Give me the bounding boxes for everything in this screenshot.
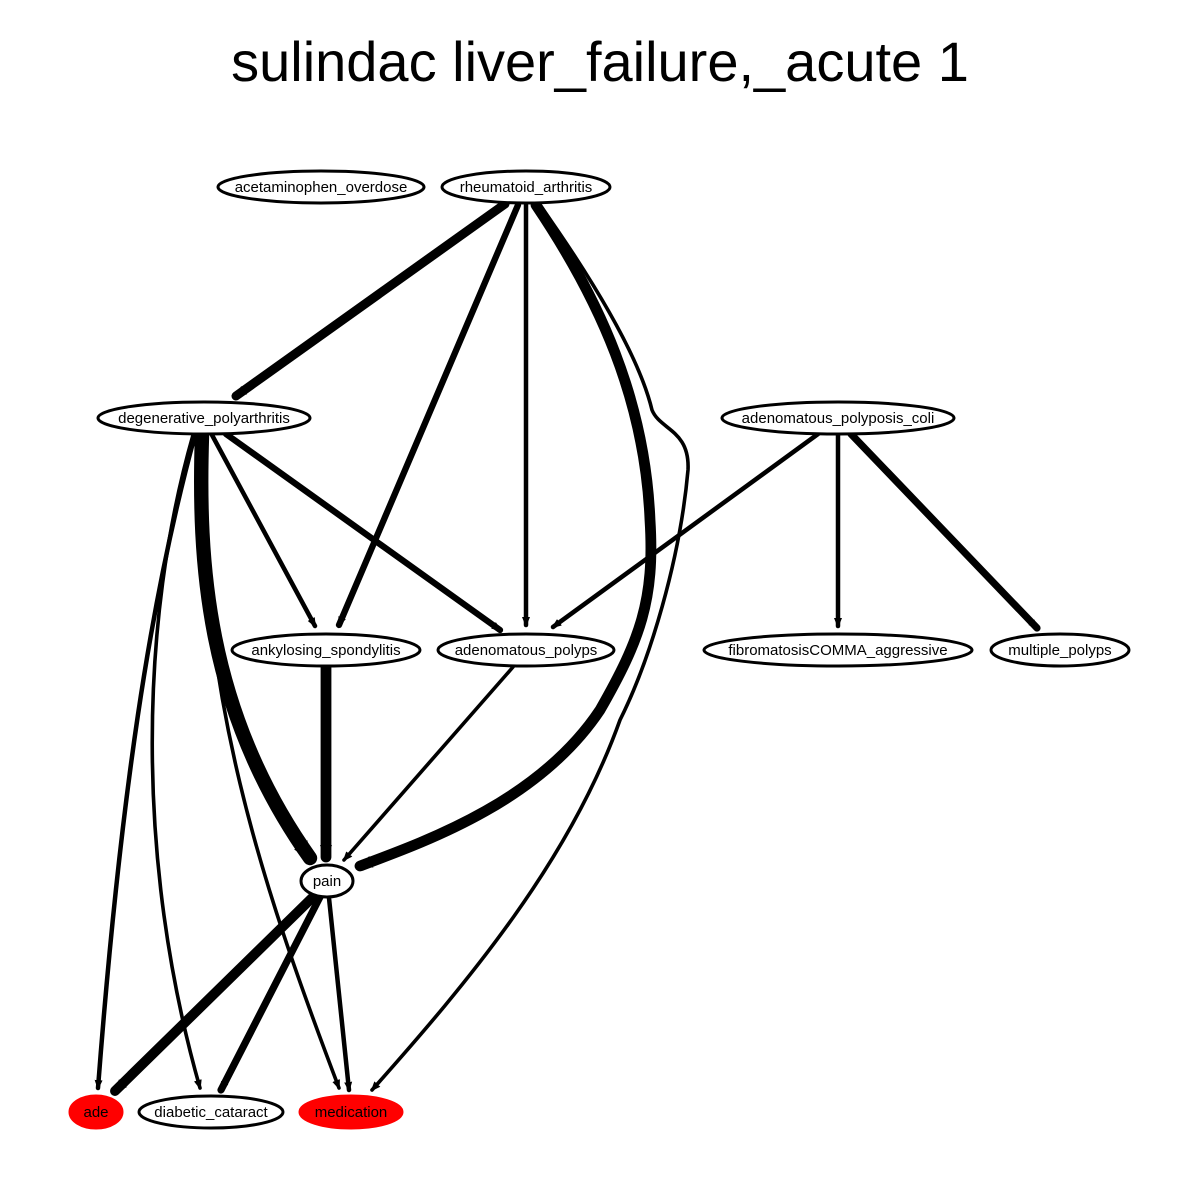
edge-rheumatoid_arthritis-to-medication (370, 203, 690, 1092)
node-label: fibromatosisCOMMA_aggressive (728, 642, 947, 659)
node-shape (96, 400, 312, 436)
node-shape (720, 400, 956, 436)
node-label: adenomatous_polyposis_coli (742, 410, 935, 427)
node-fibromatosisCOMMA_aggressive[interactable]: fibromatosisCOMMA_aggressive (702, 632, 974, 668)
graph-title: sulindac liver_failure,_acute 1 (231, 30, 969, 93)
edge-pain-to-ade (110, 891, 319, 1096)
node-diabetic_cataract[interactable]: diabetic_cataract (137, 1094, 285, 1130)
node-ade[interactable]: ade (68, 1094, 124, 1130)
nodes: acetaminophen_overdose rheumatoid_arthrit… (68, 169, 1131, 1130)
edge-degenerative_polyarthritis-to-ankylosing_spondylitis (209, 432, 318, 629)
node-shape (299, 863, 355, 899)
node-shape (230, 632, 422, 668)
node-label: degenerative_polyarthritis (118, 410, 290, 427)
node-shape (702, 632, 974, 668)
node-acetaminophen_overdose[interactable]: acetaminophen_overdose (216, 169, 426, 205)
node-adenomatous_polyps[interactable]: adenomatous_polyps (436, 632, 616, 668)
node-label: adenomatous_polyps (455, 642, 598, 659)
edge-pain-to-diabetic_cataract (217, 893, 324, 1094)
node-degenerative_polyarthritis[interactable]: degenerative_polyarthritis (96, 400, 312, 436)
node-pain[interactable]: pain (299, 863, 355, 899)
node-rheumatoid_arthritis[interactable]: rheumatoid_arthritis (440, 169, 612, 205)
edge-adenomatous_polyps-to-pain (342, 665, 515, 862)
node-adenomatous_polyposis_coli[interactable]: adenomatous_polyposis_coli (720, 400, 956, 436)
node-medication[interactable]: medication (298, 1094, 404, 1130)
edge-degenerative_polyarthritis-to-ade (94, 432, 198, 1091)
node-shape (989, 632, 1131, 668)
node-shape (436, 632, 616, 668)
edge-degenerative_polyarthritis-to-medication (198, 433, 341, 1090)
edge-degenerative_polyarthritis-to-diabetic_cataract (150, 433, 202, 1090)
node-label: pain (313, 873, 341, 890)
node-label: ade (83, 1104, 108, 1121)
node-label: multiple_polyps (1008, 642, 1111, 659)
node-label: rheumatoid_arthritis (460, 179, 593, 196)
node-shape (298, 1094, 404, 1130)
edges (94, 199, 1041, 1096)
edge-rheumatoid_arthritis-to-degenerative_polyarthritis (231, 199, 510, 401)
edge-pain-to-medication (326, 895, 353, 1093)
node-label: medication (315, 1104, 388, 1121)
node-shape (68, 1094, 124, 1130)
edge-adenomatous_polyposis_coli-to-multiple_polyps (847, 430, 1041, 632)
node-shape (216, 169, 426, 205)
edge-adenomatous_polyposis_coli-to-adenomatous_polyps (550, 431, 821, 630)
node-multiple_polyps[interactable]: multiple_polyps (989, 632, 1131, 668)
node-shape (440, 169, 612, 205)
node-label: ankylosing_spondylitis (251, 642, 400, 659)
edge-rheumatoid_arthritis-to-pain (354, 199, 657, 872)
node-shape (137, 1094, 285, 1130)
edge-rheumatoid_arthritis-to-ankylosing_spondylitis (335, 201, 522, 629)
edge-degenerative_polyarthritis-to-adenomatous_polyps (222, 430, 504, 634)
node-label: acetaminophen_overdose (235, 179, 408, 196)
node-ankylosing_spondylitis[interactable]: ankylosing_spondylitis (230, 632, 422, 668)
node-label: diabetic_cataract (154, 1104, 268, 1121)
